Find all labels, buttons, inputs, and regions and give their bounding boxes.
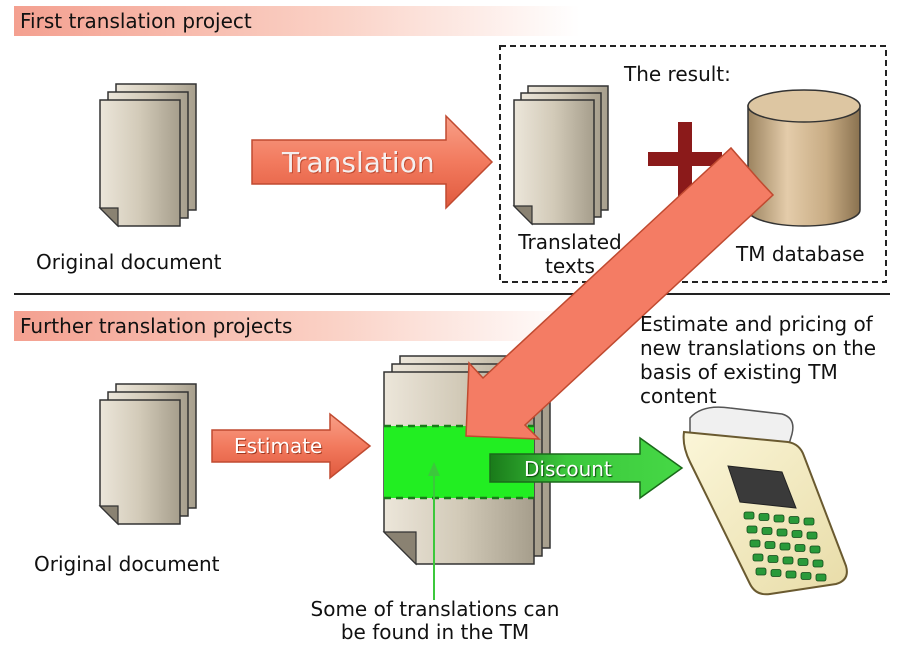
calculator-keys — [743, 511, 827, 582]
discount-arrow — [489, 436, 684, 500]
new-document-icon — [382, 355, 551, 566]
further-section-header-bar — [14, 311, 580, 341]
result-title: The result: — [624, 62, 731, 86]
calculator-key — [815, 573, 827, 582]
tm-database-icon — [747, 89, 861, 227]
original-document-icon — [98, 83, 197, 228]
calculator-key — [767, 555, 779, 563]
further-section-title: Further translation projects — [20, 314, 293, 338]
original-document-label: Original document — [36, 250, 222, 274]
plus-icon — [648, 122, 722, 196]
tm-match-pointer-head — [428, 462, 440, 476]
calculator-key — [788, 516, 800, 524]
calculator-key — [812, 559, 824, 568]
estimate-arrow — [211, 412, 372, 480]
result-box — [499, 45, 887, 283]
calculator-key — [776, 528, 788, 537]
estimate-arrow-label: Estimate — [234, 434, 323, 458]
calculator-key — [755, 567, 767, 576]
calculator-key — [797, 558, 809, 566]
calculator-key — [746, 525, 758, 534]
calculator-key — [803, 517, 815, 526]
translated-texts-label: Translated texts — [518, 230, 622, 278]
calculator-key — [758, 513, 770, 521]
calculator-key — [779, 542, 791, 551]
original-document-2-icon — [98, 383, 197, 526]
calculator-icon — [682, 406, 848, 596]
translated-texts-icon — [512, 85, 609, 226]
translation-arrow — [251, 114, 494, 210]
pricing-note: Estimate and pricing of new translations… — [640, 312, 877, 408]
tm-match-note: Some of translations can be found in the… — [310, 597, 560, 644]
tm-to-document-arrow — [465, 146, 775, 440]
calculator-key — [785, 570, 797, 579]
calculator-key — [764, 541, 776, 549]
calculator-key — [809, 545, 821, 554]
first-section-title: First translation project — [20, 9, 252, 33]
calculator-key — [773, 514, 785, 523]
tm-database-label: TM database — [736, 242, 865, 266]
calculator-key — [794, 544, 806, 552]
calculator-key — [806, 531, 818, 540]
calculator-key — [761, 527, 773, 535]
calculator-key — [743, 511, 755, 520]
translation-arrow-label: Translation — [282, 146, 435, 179]
calculator-key — [752, 553, 764, 562]
first-section-header-bar — [14, 6, 580, 36]
calculator-key — [749, 539, 761, 548]
calculator-key — [782, 556, 794, 565]
calculator-key — [770, 569, 782, 577]
calculator-key — [800, 572, 812, 580]
discount-arrow-label: Discount — [524, 457, 612, 481]
calculator-key — [791, 530, 803, 538]
original-document-2-label: Original document — [34, 552, 220, 576]
